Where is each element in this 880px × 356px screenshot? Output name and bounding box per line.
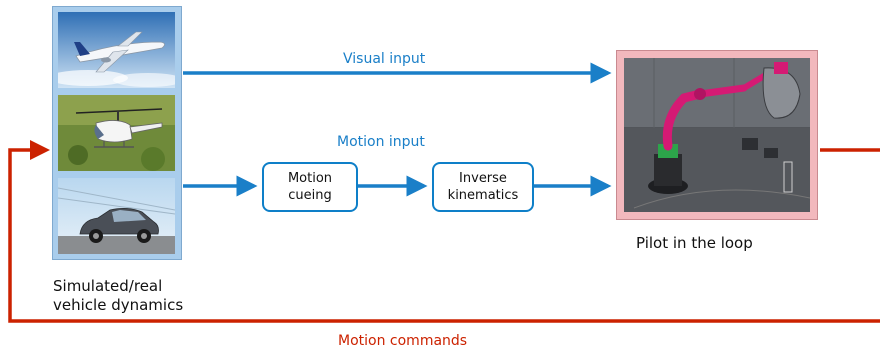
pilot-simulator-frame [616,50,818,220]
motion-input-label: Motion input [337,134,425,150]
inverse-kinematics-block: Inverse kinematics [432,162,534,212]
robot-simulator-image [624,58,810,212]
motion-commands-label: Motion commands [338,333,468,349]
car-image [58,178,175,254]
feedback-arrowhead [30,140,50,160]
motion-commands-line [8,148,880,323]
vehicle-dynamics-label: Simulated/real vehicle dynamics [53,277,184,314]
visual-input-label: Visual input [343,51,426,67]
pilot-in-loop-label: Pilot in the loop [636,234,753,252]
vehicle-images-panel [52,6,182,260]
motion-cueing-block: Motion cueing [262,162,358,212]
airplane-image [58,12,175,88]
helicopter-image [58,95,175,171]
